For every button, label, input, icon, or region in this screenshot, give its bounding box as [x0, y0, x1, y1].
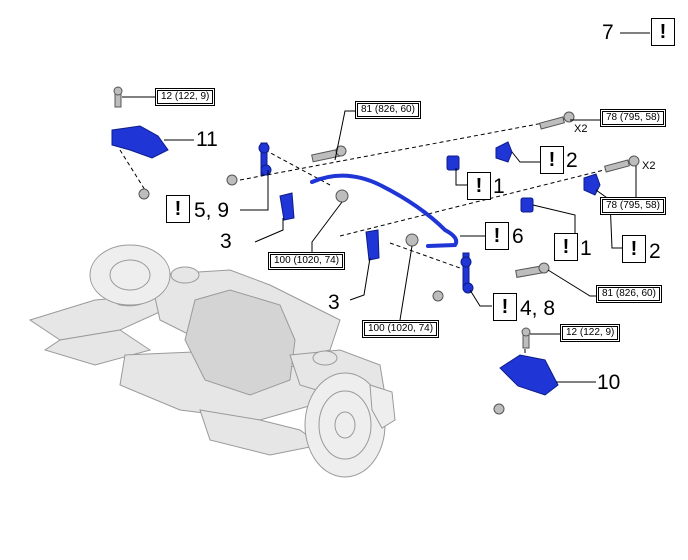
torque-spec-link-bolt-right: 81 (826, 60) — [596, 285, 662, 303]
rear-brake-disc — [304, 372, 396, 478]
callout-2-left: 2 — [566, 149, 578, 172]
warning-icon: ! — [540, 146, 564, 174]
callout-10: 10 — [597, 371, 621, 394]
left-knuckle — [89, 244, 171, 306]
callout-1-right: 1 — [580, 237, 592, 260]
quantity-multiplier-right: X2 — [642, 160, 656, 172]
torque-spec-link-nut-right: 100 (1020, 74) — [362, 320, 440, 338]
callout-1-left: 1 — [493, 175, 505, 198]
stabilizer-bar — [310, 173, 459, 248]
warning-icon: ! — [554, 233, 578, 261]
warning-icon: ! — [493, 293, 517, 321]
callout-5-9: 5, 9 — [194, 199, 230, 222]
warning-icon: ! — [485, 222, 509, 250]
torque-spec-clamp-bolt-right: 78 (795, 58) — [600, 197, 666, 215]
callout-4-8: 4, 8 — [520, 297, 556, 320]
callout-11: 11 — [196, 128, 218, 151]
warning-icon: ! — [467, 172, 491, 200]
callout-3-right: 3 — [328, 291, 340, 314]
torque-spec-bracket-bolt-upper: 12 (122, 9) — [155, 88, 216, 106]
callout-2-right: 2 — [649, 240, 661, 263]
callout-6: 6 — [512, 225, 524, 248]
torque-spec-bracket-bolt-lower: 12 (122, 9) — [560, 324, 621, 342]
torque-spec-clamp-bolt-left: 78 (795, 58) — [600, 109, 666, 127]
torque-spec-link-nut-left: 100 (1020, 74) — [268, 252, 346, 270]
callout-3-left: 3 — [220, 230, 232, 253]
callout-7: 7 — [602, 21, 614, 44]
warning-icon: ! — [651, 18, 675, 46]
warning-icon: ! — [622, 235, 646, 263]
stabilizer-parts — [111, 125, 601, 396]
quantity-multiplier-left: X2 — [574, 123, 588, 135]
torque-spec-link-bolt-left: 81 (826, 60) — [355, 101, 421, 119]
leader-lines — [122, 32, 650, 383]
warning-icon: ! — [166, 195, 190, 223]
fasteners — [113, 86, 640, 415]
